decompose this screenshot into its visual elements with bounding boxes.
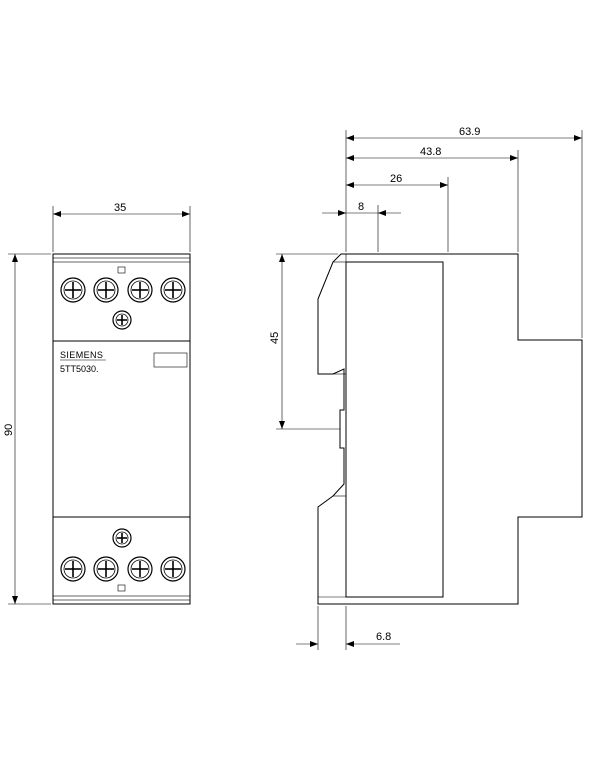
dimension-clip-offset: 6.8 <box>296 606 400 650</box>
label-window <box>153 352 188 368</box>
bottom-indicator-mark <box>117 584 126 592</box>
terminal-screw-icon <box>127 556 153 582</box>
dimension-depth-total: 63.9 <box>345 126 583 338</box>
product-code-label: 5TT5030. <box>60 364 99 374</box>
dimension-width: 35 <box>52 202 191 252</box>
terminal-screw-icon <box>93 556 119 582</box>
dim-depth-step-label: 8 <box>358 201 364 213</box>
terminal-screws <box>60 277 186 582</box>
side-view: 63.9 43.8 26 8 45 <box>269 126 583 650</box>
dim-depth-total-label: 63.9 <box>459 126 480 138</box>
dimension-depth-mid: 26 <box>346 173 449 252</box>
terminal-screw-icon <box>112 528 132 548</box>
terminal-screw-icon <box>60 277 86 303</box>
terminal-screw-icon <box>127 277 153 303</box>
terminal-screw-icon <box>60 556 86 582</box>
dim-rail-offset-label: 45 <box>269 332 281 344</box>
dimension-depth-front: 43.8 <box>346 146 519 252</box>
dimension-depth-step: 8 <box>322 201 401 252</box>
top-indicator-mark <box>117 266 126 274</box>
dimension-height: 90 <box>3 253 51 605</box>
terminal-screw-icon <box>160 277 186 303</box>
brand-label: SIEMENS <box>60 350 103 360</box>
dim-depth-front-label: 43.8 <box>420 146 441 158</box>
device-side-outline <box>317 253 583 605</box>
terminal-screw-icon <box>112 310 132 330</box>
front-view: SIEMENS 5TT5030. 35 90 <box>3 202 191 605</box>
terminal-screw-icon <box>160 556 186 582</box>
front-cover <box>345 261 444 598</box>
top-terminal-rail <box>52 257 191 263</box>
dim-depth-mid-label: 26 <box>390 173 402 185</box>
dim-clip-offset-label: 6.8 <box>376 631 391 643</box>
dim-width-label: 35 <box>114 202 126 214</box>
device-body-front <box>52 253 191 605</box>
bottom-terminal-rail <box>52 595 191 601</box>
terminal-screw-icon <box>93 277 119 303</box>
dimension-rail-offset: 45 <box>269 253 340 430</box>
dim-height-label: 90 <box>3 424 15 436</box>
